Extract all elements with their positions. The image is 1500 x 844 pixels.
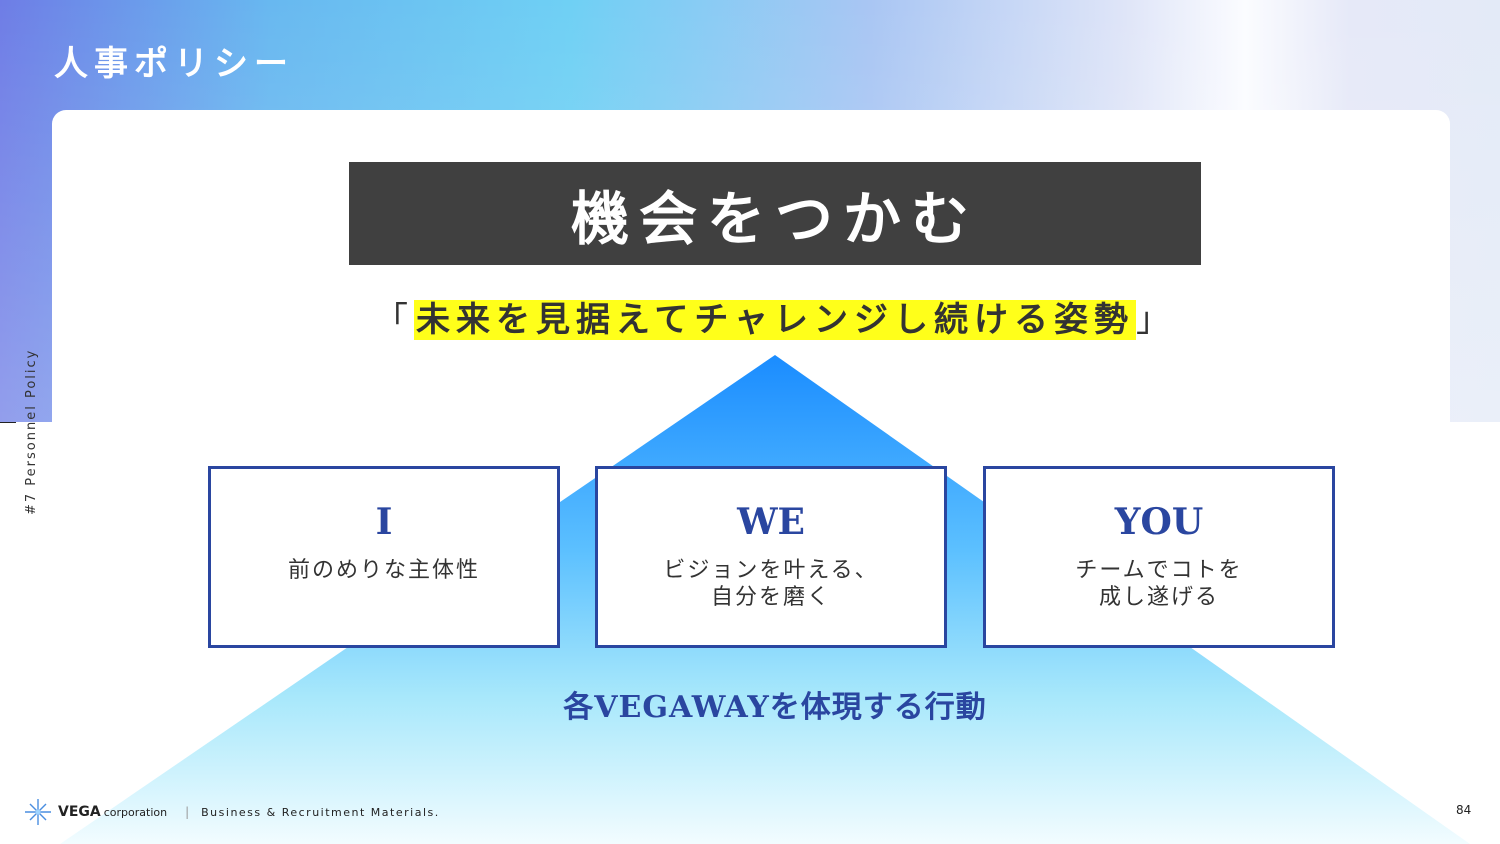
bracket-close: 」 bbox=[1135, 300, 1176, 340]
footer-separator: | bbox=[185, 805, 190, 819]
page-number: 84 bbox=[1456, 803, 1472, 817]
caption-pre: 各 bbox=[563, 690, 595, 725]
pillar-desc-line1: ビジョンを叶える、 bbox=[663, 558, 879, 583]
caption-post: を体現する行動 bbox=[769, 690, 987, 725]
pillar-i: I 前のめりな主体性 bbox=[208, 466, 560, 648]
pyramid-caption: 各VEGAWAYを体現する行動 bbox=[0, 682, 1500, 726]
bracket-open: 「 bbox=[374, 300, 415, 340]
vega-star-logo-icon bbox=[25, 799, 51, 825]
subtitle: 「未来を見据えてチャレンジし続ける姿勢」 bbox=[0, 292, 1500, 341]
pillar-label: I bbox=[375, 501, 393, 543]
pillar-we: WE ビジョンを叶える、自分を磨く bbox=[595, 466, 947, 648]
subtitle-highlight: 未来を見据えてチャレンジし続ける姿勢 bbox=[414, 300, 1136, 340]
divider bbox=[0, 422, 16, 423]
pillar-desc: 前のめりな主体性 bbox=[287, 558, 480, 583]
pillar-desc-line2: 自分を磨く bbox=[710, 585, 831, 610]
brand-name: VEGA bbox=[58, 804, 101, 820]
page-title: 人事ポリシー bbox=[54, 44, 294, 84]
caption-latin: VEGAWAY bbox=[594, 690, 770, 725]
pillar-label: YOU bbox=[1114, 501, 1204, 543]
headline-box: 機会をつかむ bbox=[349, 162, 1201, 265]
footer-materials: Business & Recruitment Materials. bbox=[201, 805, 440, 819]
pillar-desc-line2: 成し遂げる bbox=[1098, 585, 1219, 610]
brand-corp: corporation bbox=[103, 805, 168, 819]
pillar-label: WE bbox=[737, 501, 805, 543]
footer: VEGA corporation | Business & Recruitmen… bbox=[24, 798, 440, 826]
pillar-you: YOU チームでコトを成し遂げる bbox=[983, 466, 1335, 648]
pillar-desc-line1: チームでコトを bbox=[1075, 558, 1243, 583]
